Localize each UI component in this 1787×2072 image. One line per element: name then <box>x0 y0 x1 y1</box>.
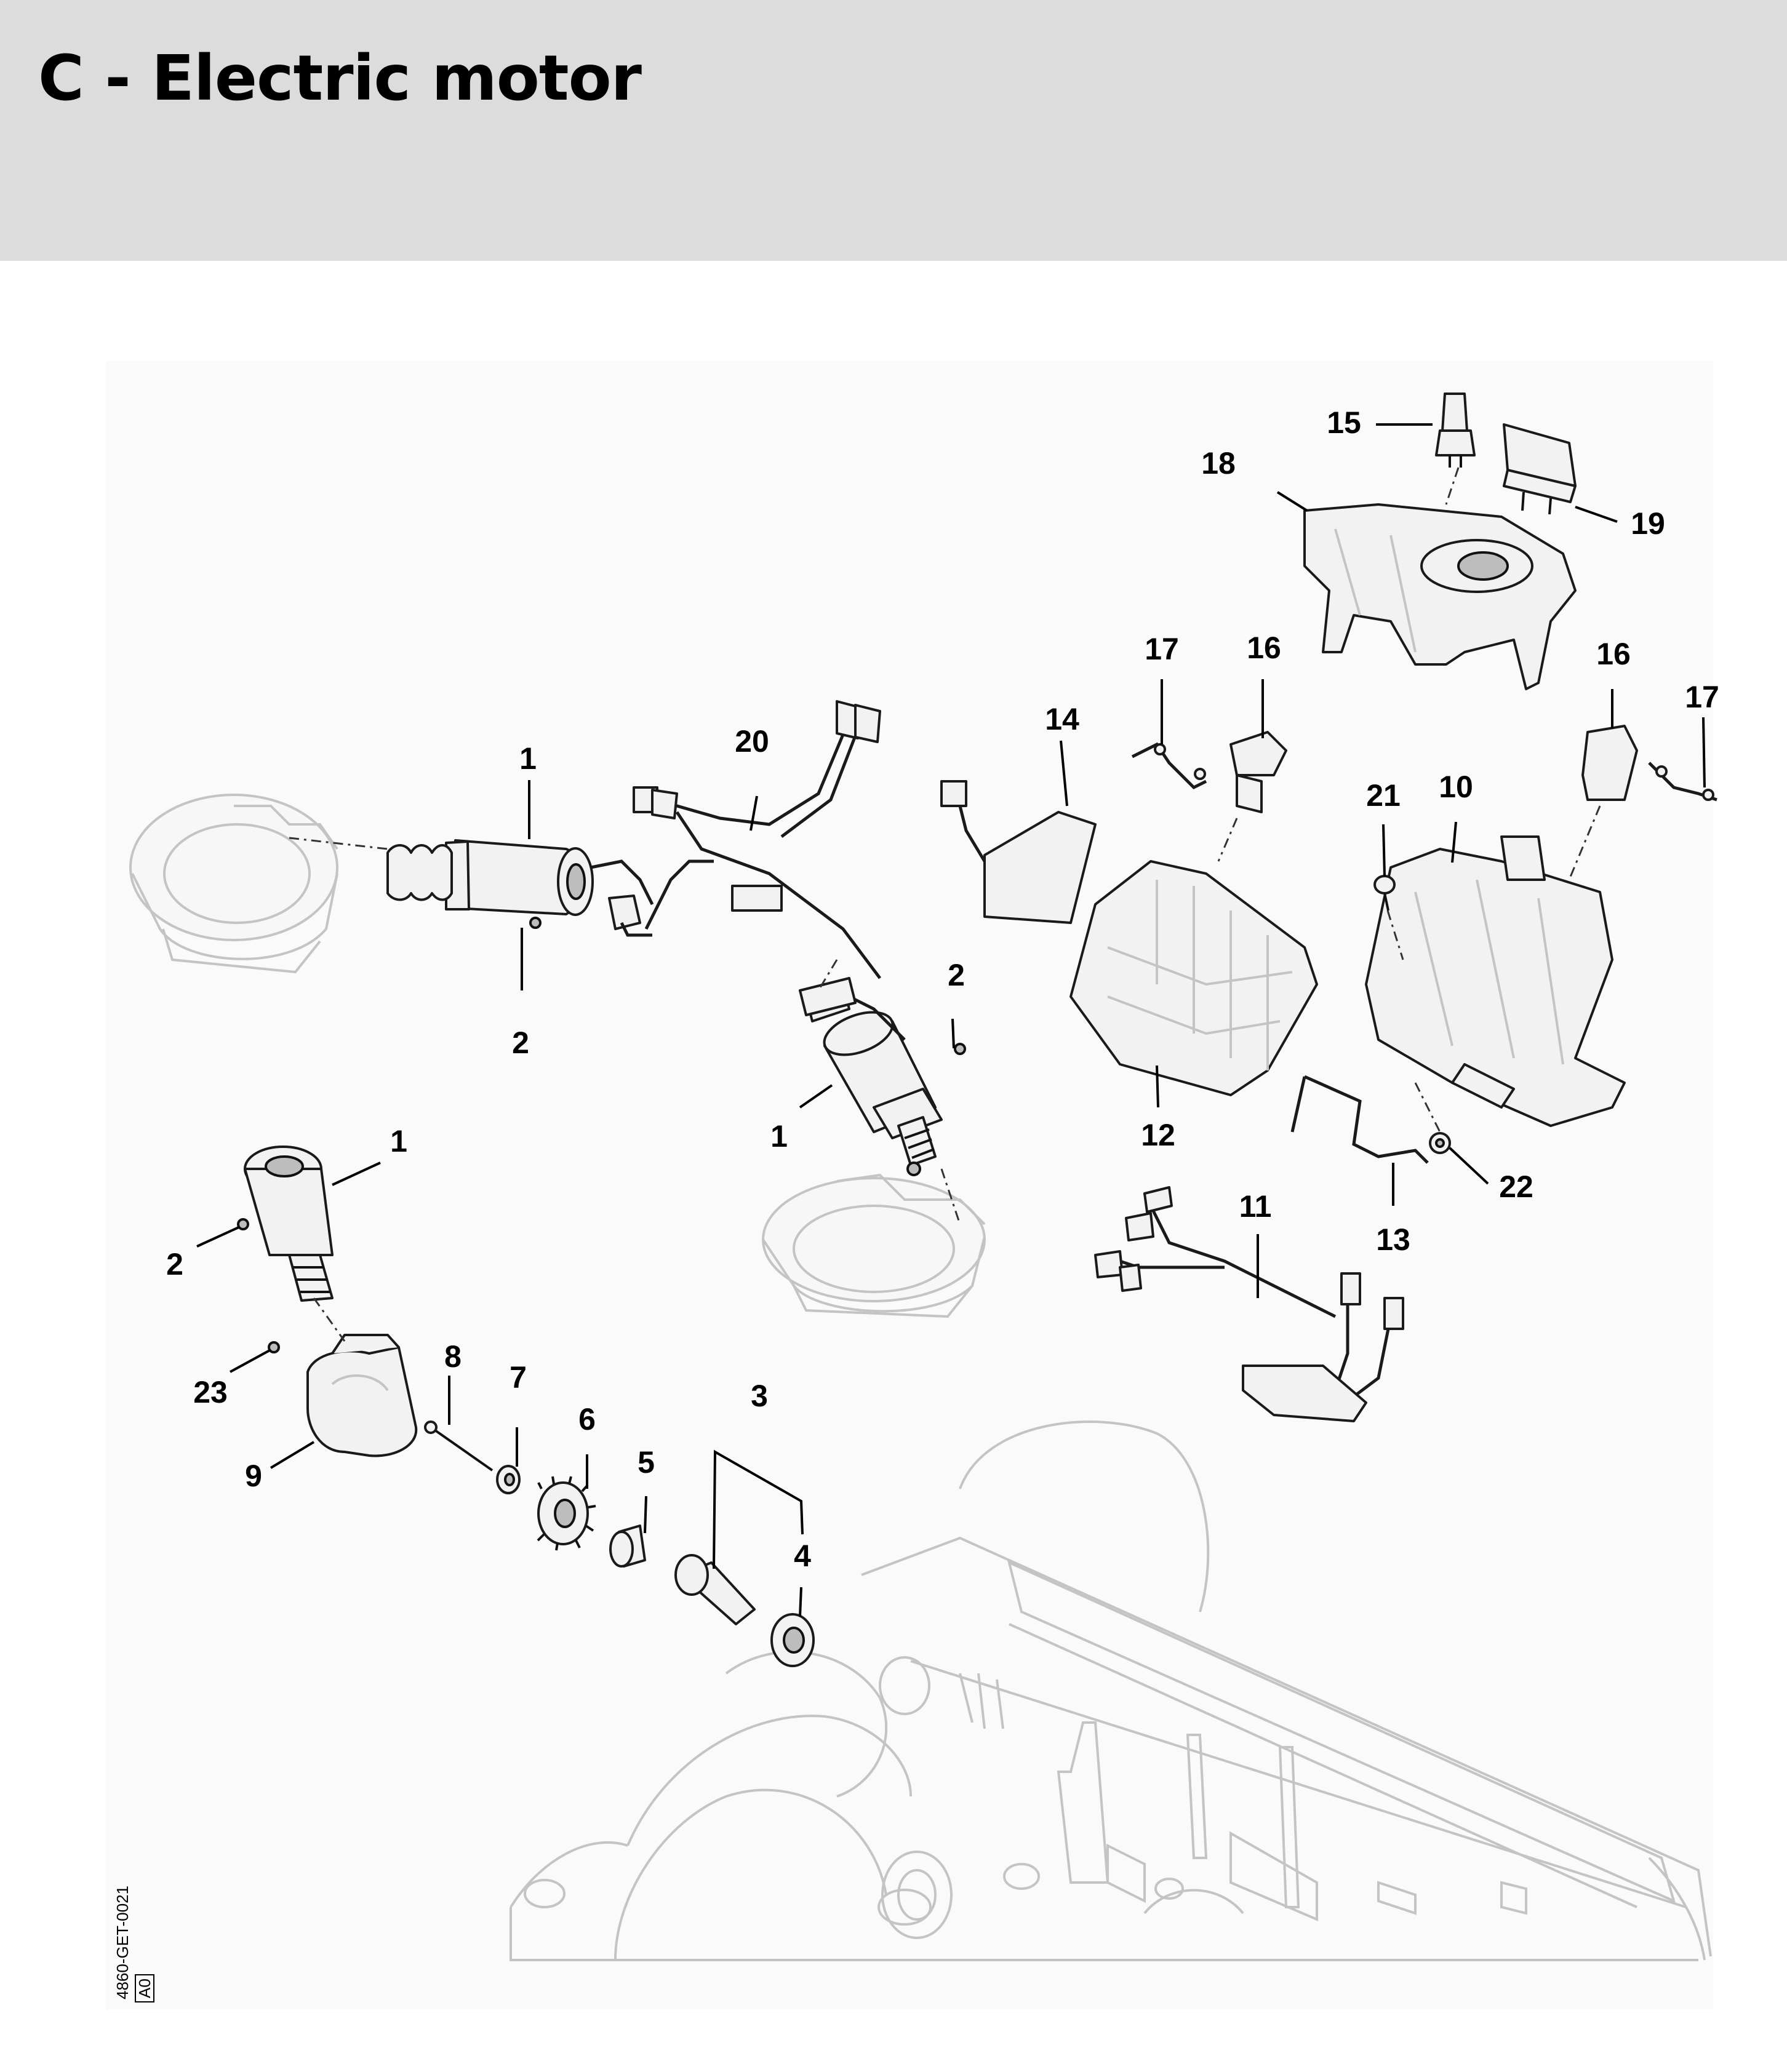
callout-16-right: 16 <box>1596 637 1631 671</box>
drawing-code-text: 4860-GET-0021 <box>113 1886 132 1999</box>
drawing-code: 4860-GET-0021 <box>113 1886 132 1999</box>
drive-screw <box>424 1421 494 1472</box>
callout-13: 13 <box>1376 1222 1410 1257</box>
callout-17-right: 17 <box>1685 680 1719 714</box>
callout-2-lower: 2 <box>166 1247 183 1281</box>
gear-housing <box>268 1334 418 1457</box>
cover-part <box>940 780 1097 924</box>
assembly-axes <box>289 467 1601 1342</box>
switch-housing <box>1365 835 1626 1127</box>
electric-motor-lower <box>237 1146 334 1302</box>
callout-2-center: 2 <box>948 958 965 992</box>
electric-motor-center <box>805 983 966 1176</box>
callout-21: 21 <box>1366 778 1401 813</box>
callout-1-center-motor: 1 <box>770 1119 788 1154</box>
callout-4: 4 <box>794 1539 811 1573</box>
callout-2-upper: 2 <box>512 1026 529 1060</box>
callout-10: 10 <box>1439 770 1473 804</box>
callout-16-left: 16 <box>1247 631 1281 665</box>
coupling <box>609 1524 646 1568</box>
callout-12: 12 <box>1141 1118 1175 1152</box>
spring-right <box>1648 762 1717 802</box>
callout-1-upper-motor: 1 <box>519 741 537 776</box>
callout-9: 9 <box>245 1459 262 1493</box>
revision-box: A0 <box>135 1974 154 2002</box>
indicator-lamp <box>1435 392 1476 468</box>
cable-assembly <box>1094 1186 1404 1422</box>
rocker-switch <box>1503 423 1577 515</box>
nut-22 <box>1429 1132 1451 1154</box>
callout-6: 6 <box>578 1402 596 1436</box>
callout-17-left: 17 <box>1145 632 1179 666</box>
callout-18: 18 <box>1201 446 1236 480</box>
bearing <box>770 1613 815 1667</box>
microswitch-left <box>1229 731 1287 813</box>
callout-20: 20 <box>735 724 769 759</box>
wire-bracket <box>1290 1075 1429 1164</box>
callouts: 1 1 1 2 2 2 3 4 5 6 7 8 9 10 11 12 13 14… <box>166 405 1719 1573</box>
callout-23: 23 <box>193 1375 228 1409</box>
page-header: C - Electric motor <box>0 0 1787 261</box>
callout-19: 19 <box>1631 506 1665 541</box>
callout-8: 8 <box>444 1339 462 1374</box>
callout-14: 14 <box>1045 702 1079 736</box>
spring-left <box>1131 742 1207 790</box>
callout-15: 15 <box>1327 405 1361 440</box>
electric-motor-upper <box>386 839 654 937</box>
upper-housing <box>1303 503 1577 690</box>
motor-base-ring-ghost-left <box>129 794 338 974</box>
callout-11: 11 <box>1239 1189 1272 1224</box>
wiring-harness <box>633 700 881 1016</box>
microswitch-right <box>1581 725 1638 801</box>
callout-5: 5 <box>638 1445 655 1480</box>
callout-1-lower-motor: 1 <box>390 1124 407 1158</box>
gear-wheel <box>537 1476 596 1551</box>
motor-base-ring-ghost-center <box>762 1173 986 1318</box>
drive-shaft <box>674 1554 756 1625</box>
revision-box-text: A0 <box>135 1978 154 1998</box>
leader-lines <box>196 423 1706 1617</box>
washer <box>496 1465 521 1494</box>
page-title: C - Electric motor <box>38 42 642 115</box>
motor-mount <box>1069 860 1318 1096</box>
callout-7: 7 <box>510 1360 527 1395</box>
callout-22: 22 <box>1499 1169 1533 1204</box>
callout-3: 3 <box>751 1379 768 1413</box>
chassis-ghost <box>510 1421 1712 1961</box>
